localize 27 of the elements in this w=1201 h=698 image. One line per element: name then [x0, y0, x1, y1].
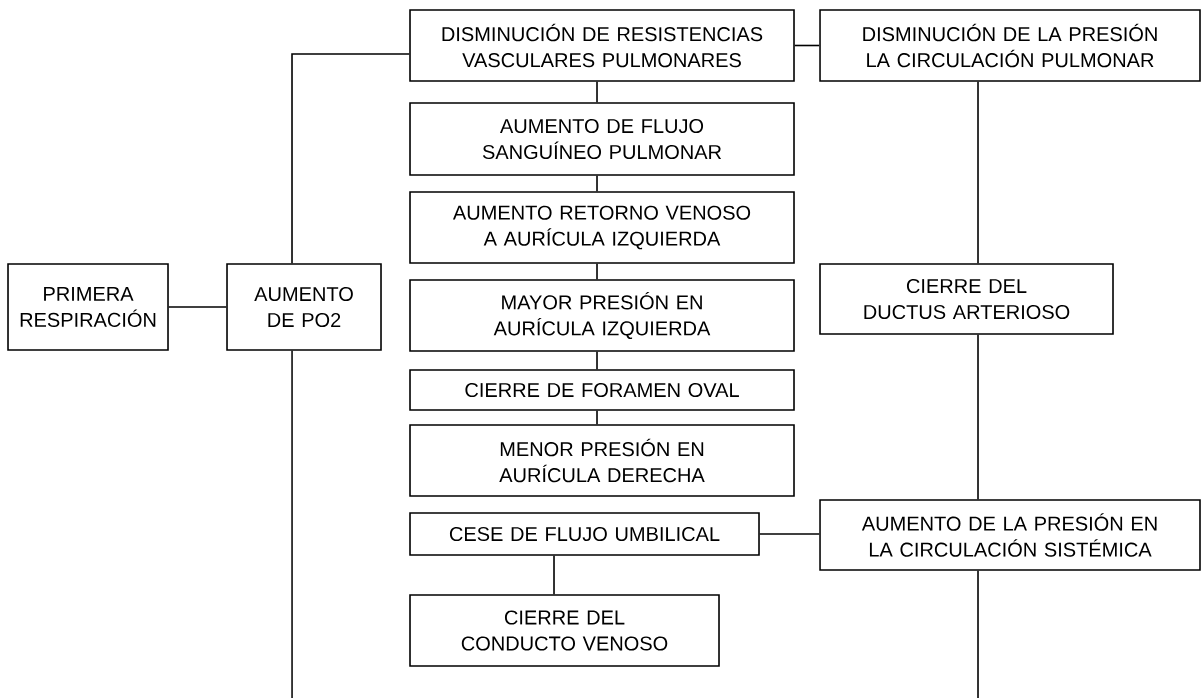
process-box: DISMINUCIÓN DE RESISTENCIAS VASCULARES PULMONARES [409, 9, 795, 82]
connector-line [596, 175, 598, 192]
connector-line [977, 334, 979, 500]
process-box: MENOR PRESIÓN EN AURÍCULA DERECHA [409, 424, 795, 497]
connector-line [596, 263, 598, 280]
connector-line [977, 81, 979, 264]
process-box: DISMINUCIÓN DE LA PRESIÓN LA CIRCULACIÓN PULMONAR [819, 9, 1201, 82]
process-box: AUMENTO DE PO2 [226, 263, 382, 351]
process-box: MAYOR PRESIÓN EN AURÍCULA IZQUIERDA [409, 279, 795, 352]
connector-line [759, 533, 820, 535]
process-box: AUMENTO RETORNO VENOSO A AURÍCULA IZQUIERDA [409, 191, 795, 264]
connector-line [291, 53, 410, 264]
process-box: AUMENTO DE FLUJO SANGUÍNEO PULMONAR [409, 102, 795, 176]
connector-line [794, 44, 820, 47]
process-box: CIERRE DE FORAMEN OVAL [409, 369, 795, 411]
connector-line [596, 351, 598, 370]
connector-line [553, 555, 555, 595]
connector-line [291, 350, 293, 698]
connector-line [596, 81, 598, 103]
process-box: CIERRE DEL DUCTUS ARTERIOSO [819, 263, 1114, 335]
connector-line [596, 410, 598, 425]
connector-line [977, 570, 979, 698]
process-box: PRIMERA RESPIRACIÓN [7, 263, 169, 351]
process-box: CESE DE FLUJO UMBILICAL [409, 512, 760, 556]
process-box: AUMENTO DE LA PRESIÓN EN LA CIRCULACIÓN SISTÉMICA [819, 499, 1201, 571]
process-box: CIERRE DEL CONDUCTO VENOSO [409, 594, 720, 667]
connector-line [168, 306, 227, 308]
